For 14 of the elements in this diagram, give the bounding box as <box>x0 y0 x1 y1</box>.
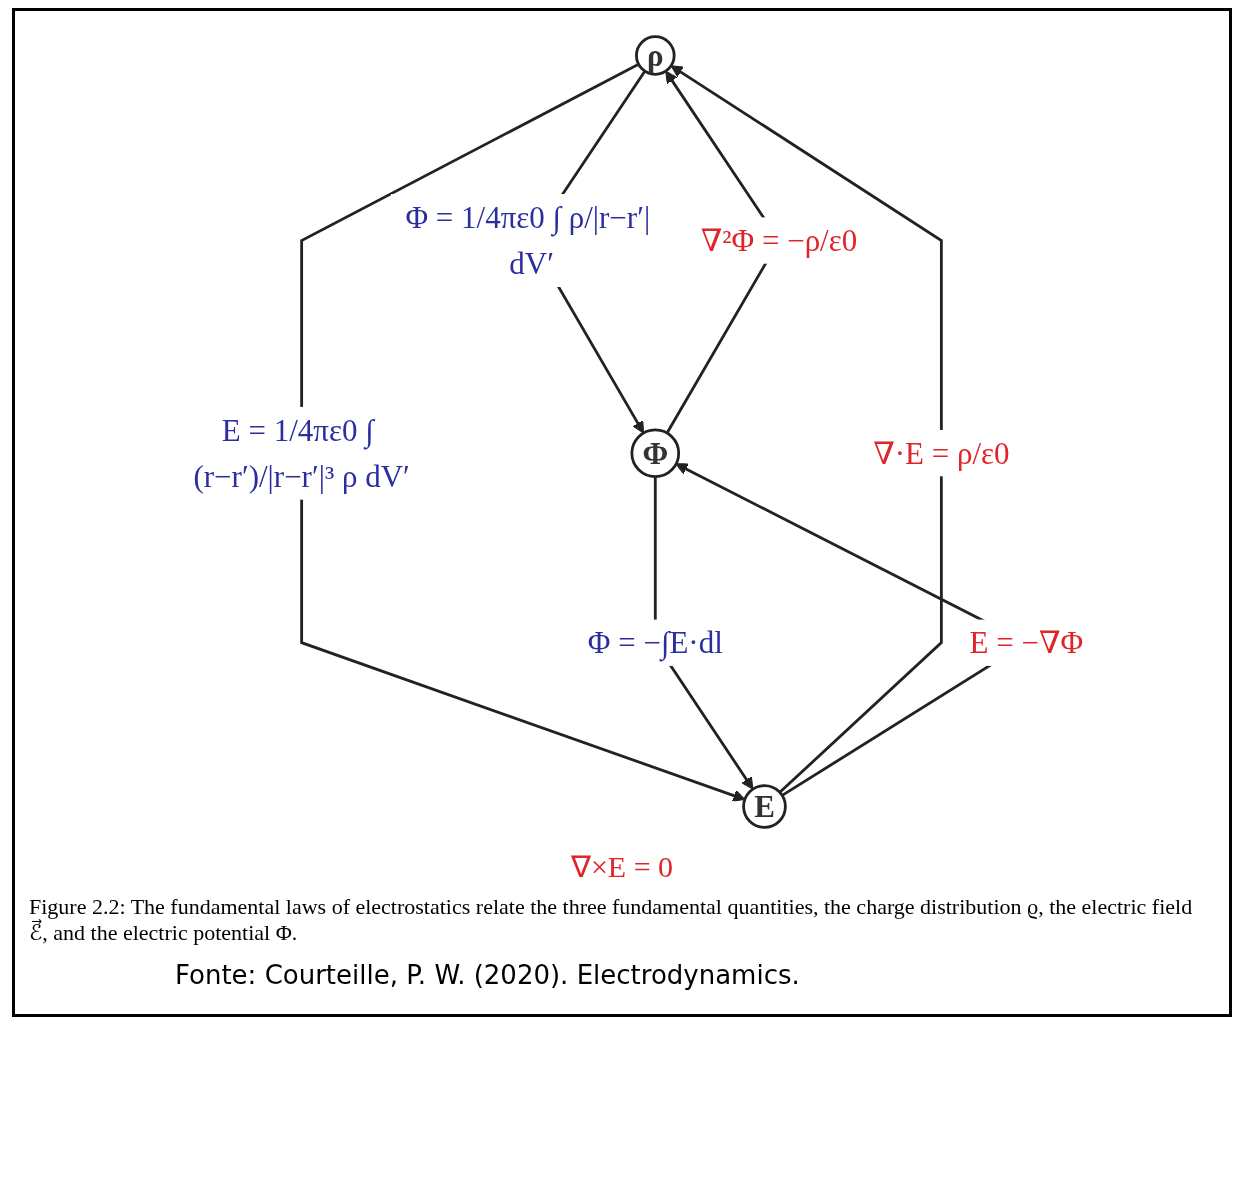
edge-label: E = −∇Φ <box>969 625 1084 661</box>
node-circle: ρ <box>635 35 676 76</box>
edge-label: ∇²Φ = −ρ/ε0 <box>700 222 858 259</box>
source-note: Fonte: Courteille, P. W. (2020). Electrodynamics. <box>175 960 801 990</box>
figure-caption: Figure 2.2: The fundamental laws of electrostatics relate the three fundamental quantities, the charge distribution ϱ, the electric field ℰ⃗, and the electric potential Φ. <box>29 894 1194 946</box>
edge-label: E = 1/4πε0 ∫ (r−r′)/|r−r′|³ ρ dV′ <box>193 412 410 495</box>
node-circle: E <box>742 784 787 829</box>
node-circle: Φ <box>630 428 681 479</box>
edge-label: ∇·E = ρ/ε0 <box>873 435 1010 471</box>
arrow <box>300 63 746 802</box>
edge-label: Φ = −∫E·dl <box>587 625 723 661</box>
edge-label: Φ = 1/4πε0 ∫ ρ/|r−r′| dV′ <box>405 199 651 282</box>
equation-label: ∇×E = 0 <box>569 849 675 884</box>
arrow <box>670 65 943 794</box>
